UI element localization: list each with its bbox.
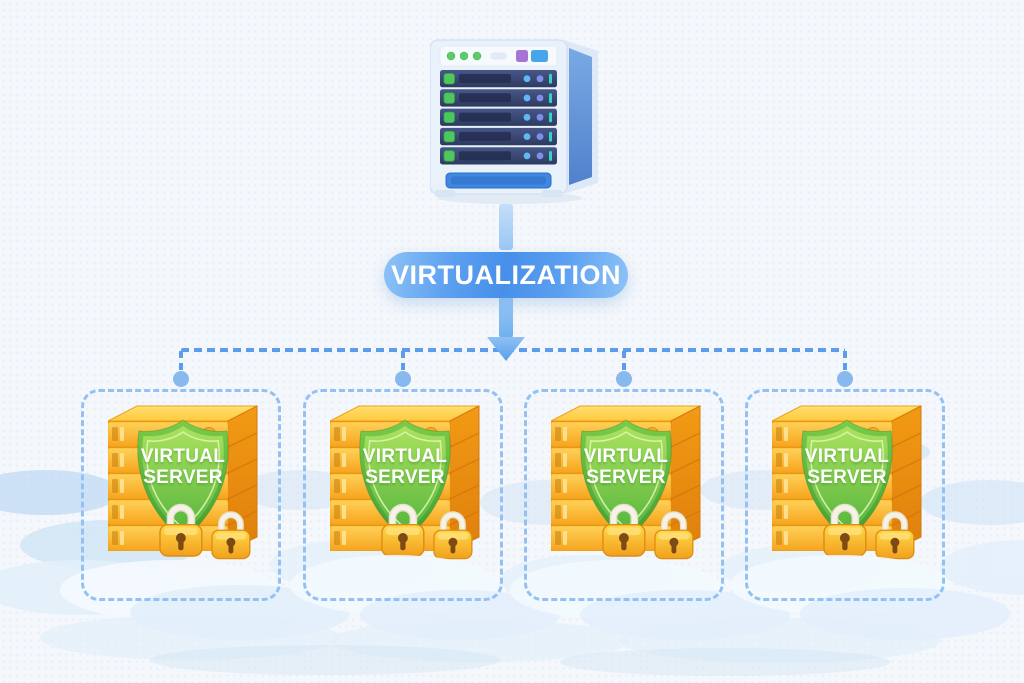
virtual-server-box-3: VIRTUAL SERVER (524, 389, 724, 601)
virtual-server-shield-label: VIRTUAL SERVER (797, 446, 897, 488)
connector-drop-4 (843, 351, 847, 372)
connector-drop-2 (401, 351, 405, 372)
vm-label-line1: VIRTUAL (804, 446, 890, 467)
virtual-server-box-4: VIRTUAL SERVER (745, 389, 945, 601)
physical-server (429, 32, 600, 204)
cloud (0, 470, 120, 515)
virtual-server-box-1: VIRTUAL SERVER (81, 389, 281, 601)
vm-label-line2: SERVER (807, 467, 887, 488)
connector-node-1 (173, 371, 189, 387)
connector-drop-1 (179, 351, 183, 372)
connector-drop-3 (622, 351, 626, 372)
vm-label-line2: SERVER (586, 467, 666, 488)
vm-label-line2: SERVER (365, 467, 445, 488)
vm-box-outline-2 (303, 389, 503, 601)
arrow-shaft-lower (499, 296, 513, 338)
rack-server-illustration (429, 39, 598, 204)
virtualization-badge-label: VIRTUALIZATION (391, 259, 621, 290)
vm-box-outline-3 (524, 389, 724, 601)
vm-label-line2: SERVER (143, 467, 223, 488)
virtual-server-shield-label: VIRTUAL SERVER (576, 446, 676, 488)
vm-box-outline-4 (745, 389, 945, 601)
cloud (920, 480, 1024, 525)
vm-label-line1: VIRTUAL (140, 446, 226, 467)
arrow-head-icon (487, 337, 525, 361)
virtualization-badge: VIRTUALIZATION (384, 252, 628, 298)
vm-label-line1: VIRTUAL (583, 446, 669, 467)
virtual-server-shield-label: VIRTUAL SERVER (133, 446, 233, 488)
arrow-shaft-upper (499, 204, 513, 250)
cloud (940, 540, 1024, 595)
connector-node-2 (395, 371, 411, 387)
connector-node-4 (837, 371, 853, 387)
connector-node-3 (616, 371, 632, 387)
vm-box-outline-1 (81, 389, 281, 601)
virtual-server-box-2: VIRTUAL SERVER (303, 389, 503, 601)
vm-label-line1: VIRTUAL (362, 446, 448, 467)
virtual-server-shield-label: VIRTUAL SERVER (355, 446, 455, 488)
